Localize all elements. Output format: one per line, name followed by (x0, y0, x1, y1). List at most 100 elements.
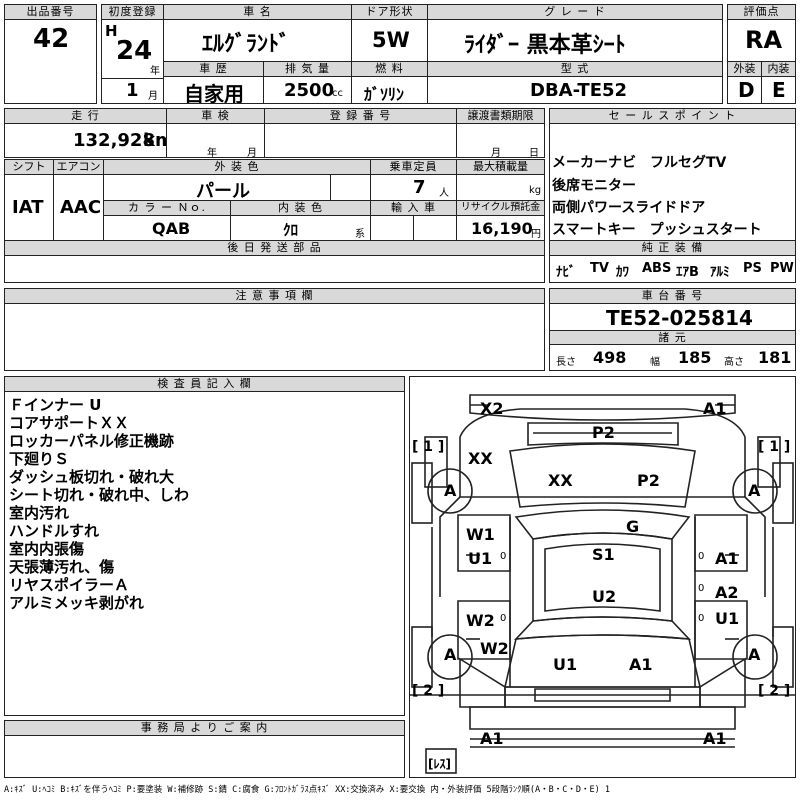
fuel-label: 燃 料 (351, 61, 428, 77)
first-reg-cell: H 24 年 (101, 19, 164, 79)
cc-unit: cc (332, 88, 343, 99)
month-unit: 月 (148, 91, 158, 102)
import-label: 輸 入 車 (370, 200, 457, 216)
inspector-line: コアサポートＸＸ (9, 414, 130, 432)
damage-mark: A (748, 481, 761, 500)
frame-label: [ 1 ] (758, 439, 791, 455)
insp-year-unit: 年 (207, 148, 217, 158)
later-parts-cell (4, 255, 545, 283)
interior-cell: E (761, 76, 796, 104)
width: 185 (678, 348, 712, 367)
equipment-cell: ﾅﾋﾞ TV ｶﾜ ABS ｴｱB ｱﾙﾐ PS PW (549, 255, 796, 283)
color-no: QAB (152, 219, 191, 238)
chassis-label: 車 台 番 号 (549, 288, 796, 304)
ac-label: エアコン (53, 159, 104, 175)
first-reg-label: 初度登録 (101, 4, 164, 20)
damage-mark: U2 (592, 587, 617, 606)
fuel: ｶﾞｿﾘﾝ (364, 85, 405, 104)
inspection-cell: 年 月 (166, 123, 265, 158)
car-name: ｴﾙｸﾞﾗﾝﾄﾞ (202, 32, 291, 57)
width-label: 幅 (650, 357, 660, 368)
office-cell (4, 735, 405, 778)
office-label: 事 務 局 よ り ご 案 内 (4, 720, 405, 736)
equipment-item: ﾅﾋﾞ (556, 265, 576, 280)
damage-mark: A (444, 481, 457, 500)
yen-unit: 円 (531, 229, 541, 240)
damage-mark: A2 (715, 583, 739, 602)
equipment-item: ｱﾙﾐ (710, 265, 730, 280)
equipment-item: PW (770, 261, 794, 276)
tire-mark: 0 (698, 583, 705, 594)
damage-mark: P2 (592, 423, 615, 442)
load-label: 最大積載量 (456, 159, 545, 175)
shift-label: シフト (4, 159, 54, 175)
fuel-cell: ｶﾞｿﾘﾝ (351, 76, 428, 104)
equipment-item: ｶﾜ (616, 265, 629, 280)
inspector-line: 室内汚れ (9, 504, 70, 522)
sales-point-cell: メーカーナビ フルセグTV 後席モニター 両側パワースライドドア スマートキー … (549, 123, 796, 241)
int-color-label: 内 装 色 (230, 200, 371, 216)
capacity: 7 (413, 177, 426, 198)
era: H (105, 22, 118, 40)
transfer-month-unit: 月 (491, 148, 501, 158)
mileage-cell: 132,928 km (4, 123, 167, 158)
sales-line: 両側パワースライドドア (552, 200, 706, 216)
lot-number: 42 (33, 24, 70, 54)
import-cell-split (370, 215, 414, 241)
damage-mark: U1 (553, 655, 578, 674)
damage-mark: XX (468, 449, 493, 468)
displacement-label: 排 気 量 (263, 61, 352, 77)
equipment-item: PS (743, 261, 762, 276)
year-unit: 年 (150, 66, 160, 77)
frame-label: [ 1 ] (412, 439, 445, 455)
length-label: 長さ (556, 357, 576, 368)
transfer-cell: 月 日 (456, 123, 545, 158)
reg-month: 1 (126, 80, 139, 101)
damage-mark: XX (548, 471, 573, 490)
inspector-line: 天張薄汚れ、傷 (9, 558, 115, 576)
recycle-label: リサイクル預託金 (456, 200, 545, 216)
inspector-line: Ｆインナー U (9, 396, 102, 414)
chassis-cell: TE52-025814 (549, 303, 796, 331)
color-cell-extra (330, 174, 371, 201)
inspector-line: リヤスポイラーＡ (9, 576, 130, 594)
capacity-label: 乗車定員 (370, 159, 457, 175)
inspector-line: 室内内張傷 (9, 540, 85, 558)
capacity-unit: 人 (439, 188, 449, 199)
damage-mark: W2 (466, 611, 495, 630)
height-label: 高さ (724, 357, 744, 368)
int-color-cell: ｸﾛ 系 (230, 215, 371, 241)
inspector-line: ロッカーパネル修正機跡 (9, 432, 174, 450)
spec-cell: 長さ 498 幅 185 高さ 181 (549, 344, 796, 371)
capacity-cell: 7 人 (370, 174, 457, 201)
shift-cell: IAT (4, 174, 54, 241)
score-cell: RA (727, 19, 796, 62)
inspection-label: 車 検 (166, 108, 265, 124)
int-color: ｸﾛ (283, 221, 299, 239)
length: 498 (593, 348, 627, 367)
color-no-cell: QAB (103, 215, 231, 241)
damage-mark: P2 (637, 471, 660, 490)
equipment-label: 純 正 装 備 (549, 240, 796, 256)
exterior-label: 外装 (727, 61, 762, 77)
later-parts-label: 後 日 発 送 部 品 (4, 240, 545, 256)
ac-cell: AAC (53, 174, 104, 241)
load-unit: kg (529, 185, 542, 196)
damage-mark: A1 (715, 549, 739, 568)
legend: A:ｷｽﾞ U:ﾍｺﾐ B:ｷｽﾞを伴うﾍｺﾐ P:要塗装 W:補修跡 S:錆 … (4, 785, 610, 795)
body-color: パール (196, 181, 250, 201)
transfer-label: 譲渡書類期限 (456, 108, 545, 124)
damage-mark: A1 (629, 655, 653, 674)
transfer-day-unit: 日 (529, 148, 539, 158)
height: 181 (758, 348, 792, 367)
damage-mark: W1 (466, 525, 495, 544)
load-cell: kg (456, 174, 545, 201)
door-cell: 5W (351, 19, 428, 62)
history: 自家用 (184, 82, 244, 104)
score: RA (745, 26, 783, 54)
damage-mark: A1 (480, 729, 504, 748)
inspector-line: 下廻りＳ (9, 450, 70, 468)
inspector-line: ハンドルすれ (9, 522, 100, 540)
lot-cell: 42 (4, 19, 97, 104)
exterior-cell: D (727, 76, 762, 104)
